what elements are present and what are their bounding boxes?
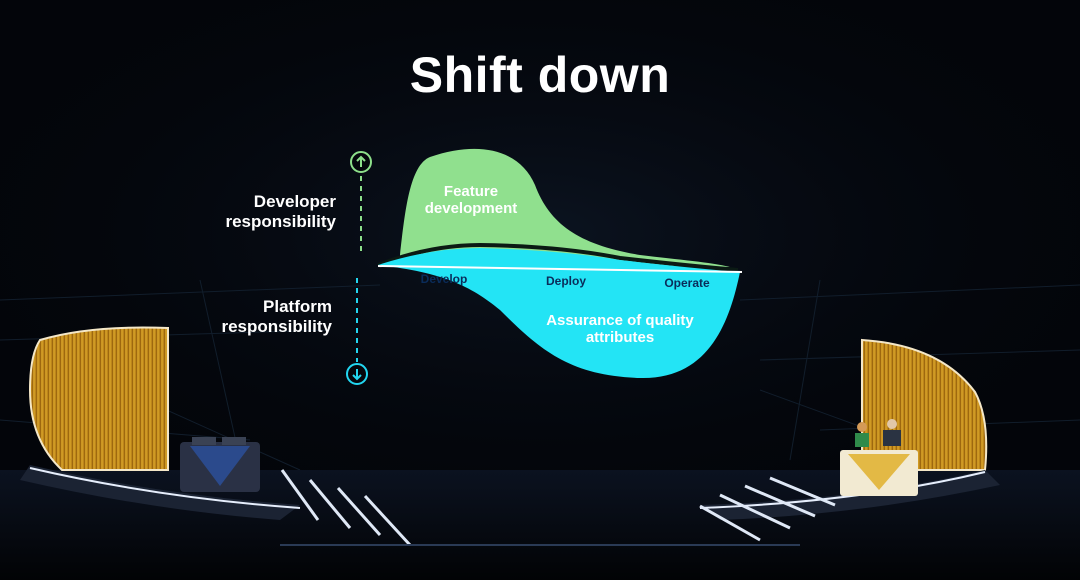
left-wood-panel (28, 326, 169, 471)
assurance-label: Assurance of quality attributes (546, 312, 694, 346)
stage-deploy-label: Deploy (545, 274, 586, 288)
stage-operate-label: Operate (664, 276, 710, 290)
curve-separator (377, 242, 739, 272)
stage-stairs (280, 469, 836, 547)
presenter-right (887, 419, 897, 429)
timeline-baseline (377, 265, 743, 273)
stage-develop-label: Develop (420, 272, 468, 286)
arrow-down-circle-icon (346, 363, 368, 385)
platform-responsibility-label: Platform responsibility (221, 297, 332, 336)
presenter-left (857, 422, 867, 432)
stage-edge-light (29, 467, 301, 509)
left-podium (180, 437, 260, 492)
developer-responsibility-label: Developer responsibility (225, 192, 336, 231)
right-podium (840, 419, 918, 496)
arrow-up-circle-icon (350, 151, 372, 173)
slide-title: Shift down (409, 47, 671, 103)
assurance-curve (378, 248, 740, 379)
feature-development-label: Feature development (424, 183, 518, 217)
stage-floor (0, 470, 1080, 580)
feature-development-curve (400, 148, 730, 267)
